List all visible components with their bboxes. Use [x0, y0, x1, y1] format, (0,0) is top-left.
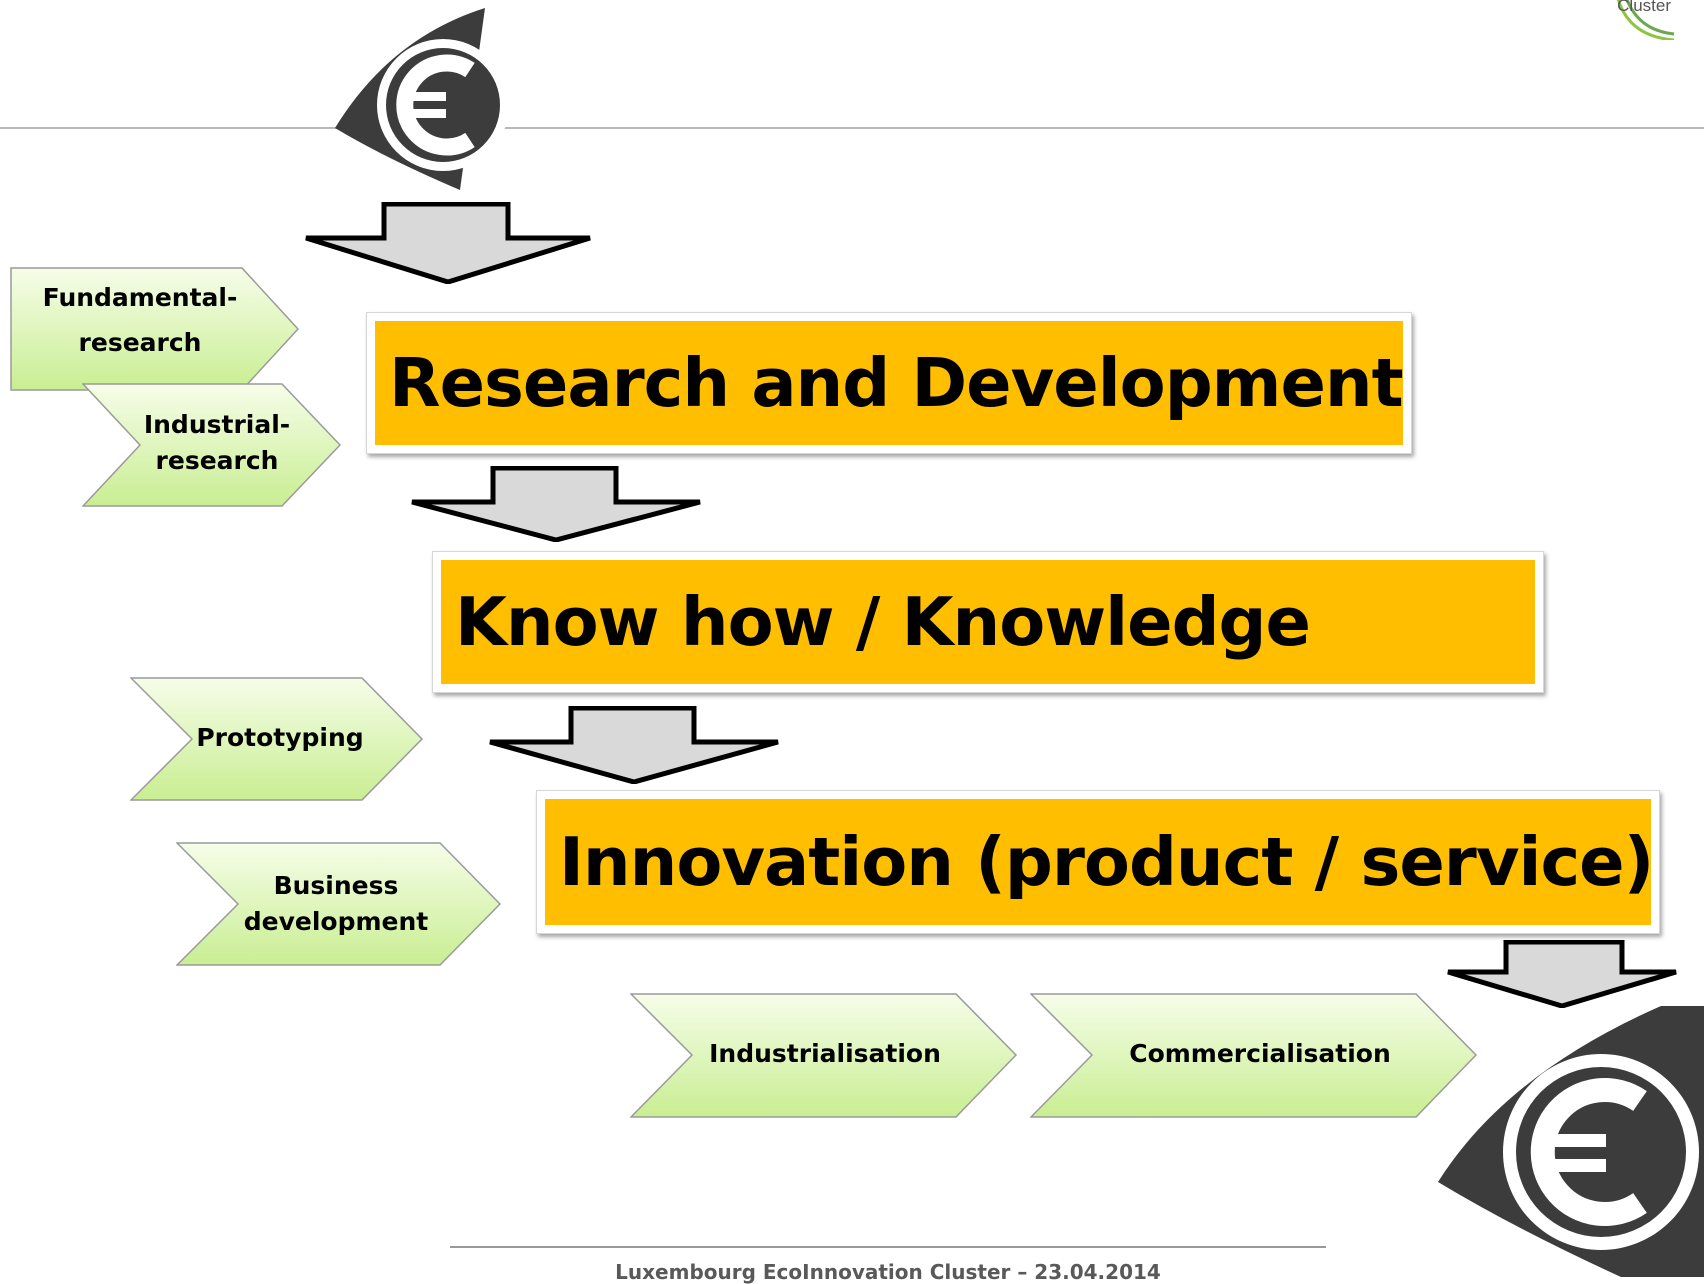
chevron-label-line2: development: [243, 907, 429, 936]
footer-rule: [450, 1246, 1326, 1248]
chevron-label-line1: Fundamental-: [42, 283, 238, 312]
chevron-label: Commercialisation: [1129, 1039, 1391, 1068]
footer-text: Luxembourg EcoInnovation Cluster – 23.04…: [615, 1260, 1161, 1284]
header-rule: [0, 127, 1704, 129]
chevron-industrial-research: Industrial- research: [81, 383, 342, 507]
chevron-label: Prototyping: [196, 723, 364, 752]
chevron-label: Industrialisation: [709, 1039, 941, 1068]
down-arrow-3: [486, 705, 782, 785]
euro-eye-icon: [1436, 1004, 1704, 1277]
down-arrow-1: [302, 201, 594, 285]
down-arrow-4: [1444, 939, 1680, 1009]
chevron-fundamental-research: Fundamental- research: [10, 267, 300, 391]
stage-label: Research and Development: [389, 344, 1404, 422]
euro-eye-icon: [330, 8, 520, 193]
chevron-label-line1: Business: [273, 871, 399, 900]
stage-label: Know how / Knowledge: [455, 583, 1311, 661]
stage-label: Innovation (product / service): [559, 823, 1654, 901]
chevron-label-line2: research: [78, 328, 202, 357]
stage-know-how: Know how / Knowledge: [432, 551, 1544, 693]
chevron-label-line1: Industrial-: [143, 410, 291, 439]
chevron-business-development: Business development: [175, 842, 502, 966]
chevron-prototyping: Prototyping: [129, 677, 424, 801]
down-arrow-2: [408, 465, 704, 543]
stage-research-development: Research and Development: [366, 312, 1412, 454]
cluster-logo: Cluster: [1544, 0, 1704, 40]
chevron-industrialisation: Industrialisation: [629, 993, 1018, 1118]
chevron-commercialisation: Commercialisation: [1029, 993, 1478, 1118]
logo-text: Cluster: [1617, 0, 1671, 15]
stage-innovation: Innovation (product / service): [536, 790, 1660, 934]
chevron-label-line2: research: [155, 446, 279, 475]
